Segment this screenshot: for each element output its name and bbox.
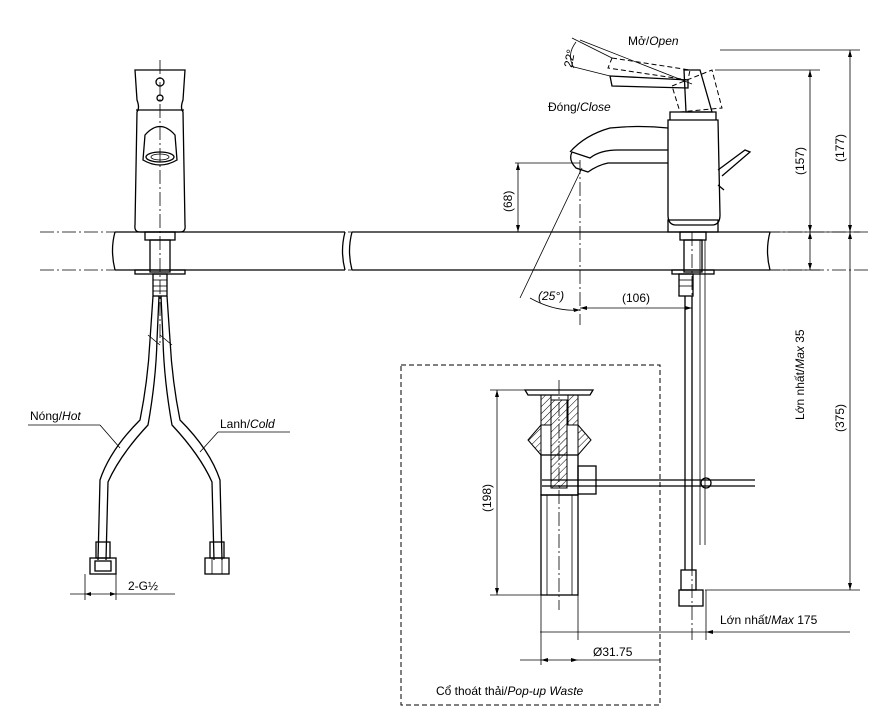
label-cold: Lanh/Cold — [220, 417, 275, 431]
faucet-front-view — [28, 60, 290, 600]
label-open: Mở/Open — [628, 34, 679, 48]
label-max35: Lớn nhất/Max 35 — [793, 329, 807, 420]
dim-angle-open: 22° — [561, 48, 578, 68]
dim-angle-spout: (25°) — [538, 289, 564, 303]
popup-waste — [400, 364, 755, 706]
dim-157: (157) — [793, 147, 807, 175]
dim-diameter: Ø31.75 — [593, 645, 633, 659]
dim-106: (106) — [622, 291, 650, 305]
faucet-side-view — [515, 37, 752, 640]
label-hot: Nóng/Hot — [30, 409, 81, 423]
countertop — [40, 231, 870, 271]
dim-177: (177) — [833, 134, 847, 162]
dim-connector: 2-G½ — [128, 579, 158, 593]
label-close: Đóng/Close — [548, 100, 611, 114]
dim-198: (198) — [480, 484, 494, 512]
vertical-dimensions — [540, 49, 860, 640]
dim-375: (375) — [833, 404, 847, 432]
label-max175: Lớn nhất/Max 175 — [720, 613, 818, 627]
label-popup-waste: Cổ thoát thải/Pop-up Waste — [436, 684, 584, 698]
dim-68: (68) — [501, 191, 515, 212]
